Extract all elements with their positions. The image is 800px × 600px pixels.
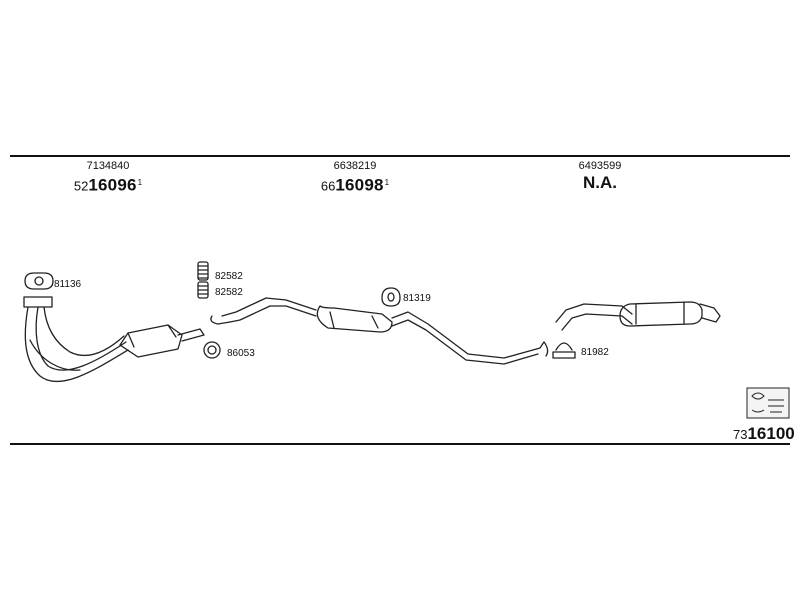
section-front-pipe: 7134840 52160961 [38,160,178,197]
section-rear-silencer: 6493599 N.A. [530,160,670,193]
spring-icon [197,281,209,299]
part-number[interactable]: 52160961 [73,175,143,195]
section-middle-silencer: 6638219 66160981 [285,160,425,197]
part-number[interactable]: 66160981 [320,175,390,195]
seal-ring-icon [203,341,221,359]
bottom-divider-line [10,443,790,445]
rear-silencer-icon [555,301,721,331]
label-rubber-mount[interactable]: 81319 [403,293,431,304]
top-divider-line [10,155,790,157]
front-silencer-icon [119,324,205,358]
kit-number[interactable]: 7316100 [733,424,795,443]
oe-number: 6493599 [578,160,622,172]
clamp-icon [552,342,576,359]
oe-number: 6638219 [333,160,377,172]
oe-number: 7134840 [86,160,130,172]
front-pipe-icon [23,296,129,383]
middle-silencer-icon [210,297,549,365]
rubber-mount-icon [381,287,401,307]
label-gasket[interactable]: 81136 [54,279,82,290]
spring-icon [197,261,209,281]
parts-kit-icon [746,387,790,419]
part-number: N.A. [583,173,617,192]
label-seal-ring[interactable]: 86053 [227,348,255,359]
label-spring-b[interactable]: 82582 [215,287,243,298]
label-clamp[interactable]: 81982 [581,347,609,358]
label-spring-a[interactable]: 82582 [215,271,243,282]
front-gasket-icon [24,272,54,290]
